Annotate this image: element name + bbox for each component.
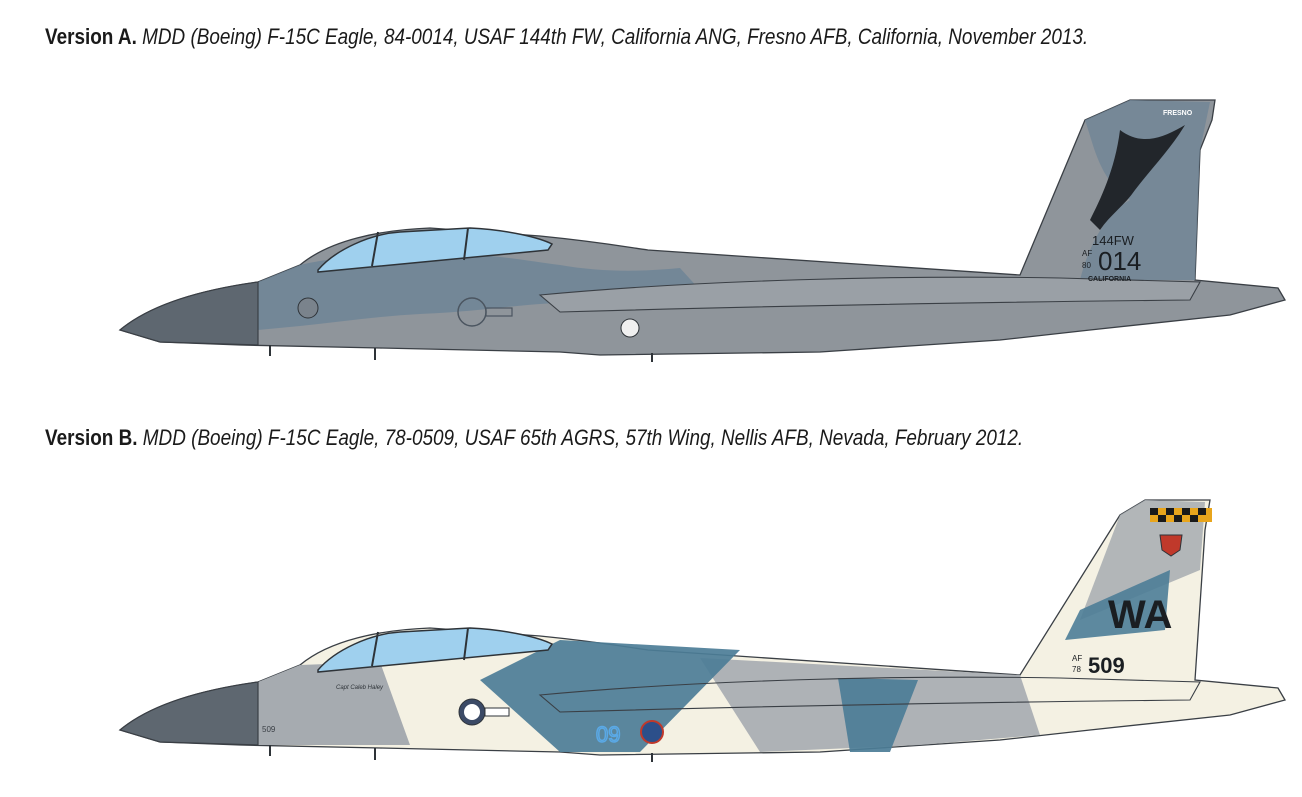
pilot-name-text-b: Capt Caleb Haley: [336, 685, 384, 691]
state-text-a: CALIFORNIA: [1088, 276, 1131, 283]
version-b-description: MDD (Boeing) F-15C Eagle, 78-0509, USAF …: [142, 425, 1024, 450]
nose-number-text-b: 509: [262, 725, 276, 734]
nose-cone-b: [118, 681, 259, 746]
wing-a: [538, 276, 1201, 313]
af-text-a: AF: [1082, 249, 1092, 258]
blue-tail-b: [1065, 570, 1170, 640]
canopy-frame-b: [371, 631, 379, 667]
version-b-label: Version B.: [45, 425, 138, 450]
landing-gear-b: [269, 745, 653, 762]
modex-text-b: 09: [596, 722, 620, 747]
aircraft-profile-version-a: FRESNO 144FW AF 80 014 CALIFORNIA: [118, 99, 1286, 362]
tail-top-text-a: FRESNO: [1163, 110, 1193, 117]
unit-badge-a: [297, 297, 319, 319]
tail-checker-b: [1150, 508, 1212, 522]
blue-band-b-2: [838, 678, 918, 752]
canopy-frame-b-2: [463, 627, 469, 661]
camo-tail-a: [1080, 100, 1210, 280]
squadron-badge-b: [640, 720, 664, 744]
camo-pattern-a: [258, 253, 700, 330]
blue-band-b: [480, 640, 740, 752]
nose-cone-a: [118, 281, 259, 346]
serial-text-b: 509: [1088, 653, 1125, 678]
caption-version-b: Version B. MDD (Boeing) F-15C Eagle, 78-…: [45, 425, 1023, 451]
caption-version-a: Version A. MDD (Boeing) F-15C Eagle, 84-…: [45, 24, 1088, 50]
canopy-frame-a-2: [463, 227, 469, 261]
tail-art-a: [1090, 125, 1185, 230]
tail-code-text-b: WA: [1108, 593, 1172, 637]
roundel-b: [458, 698, 510, 726]
year-text-b: 78: [1072, 665, 1081, 674]
af-text-b: AF: [1072, 654, 1082, 663]
version-a-label: Version A.: [45, 24, 137, 49]
unit-text-a: 144FW: [1092, 233, 1135, 248]
version-a-description: MDD (Boeing) F-15C Eagle, 84-0014, USAF …: [142, 24, 1089, 49]
wing-b: [538, 676, 1201, 713]
year-text-a: 80: [1082, 261, 1091, 270]
serial-text-a: 014: [1098, 246, 1141, 276]
squadron-badge-a: [620, 318, 640, 338]
canopy-frame-a: [371, 231, 379, 267]
aircraft-profile-version-b: WA AF 78 509 09 509 Capt Caleb Haley: [118, 499, 1286, 762]
grey-panel-b: [258, 662, 410, 745]
command-shield-icon: [1159, 534, 1183, 557]
grey-tail-b: [1080, 500, 1205, 620]
roundel-a: [457, 297, 513, 327]
landing-gear-a: [269, 345, 653, 362]
